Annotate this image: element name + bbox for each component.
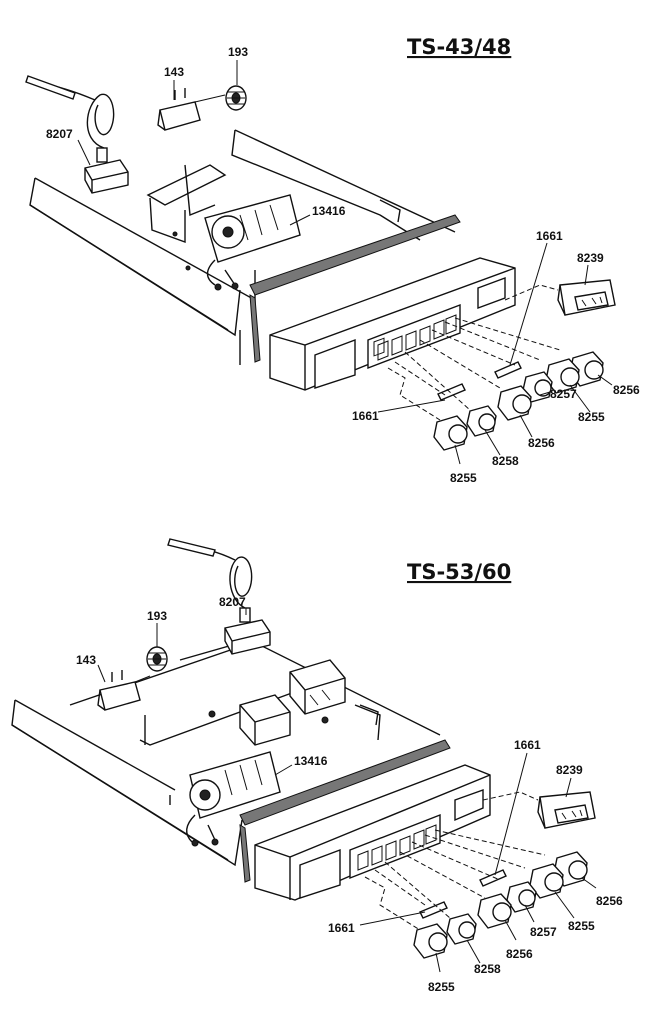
callout-8239: 8239 bbox=[577, 251, 604, 265]
callout-1661-top: 1661 bbox=[514, 738, 541, 752]
relay-block bbox=[208, 659, 381, 746]
knob-193 bbox=[225, 85, 247, 111]
switch-cluster bbox=[413, 851, 588, 959]
callout-8257: 8257 bbox=[530, 925, 557, 939]
callout-8255-right: 8255 bbox=[578, 410, 605, 424]
callout-8207: 8207 bbox=[46, 127, 73, 141]
callout-8256-right: 8256 bbox=[596, 894, 623, 908]
diagram-title: TS-43/48 bbox=[407, 35, 511, 59]
diagram-ts-53-60: TS-53/60 bbox=[11, 538, 623, 994]
timer-13416 bbox=[204, 194, 301, 291]
callout-8255-bottom: 8255 bbox=[428, 980, 455, 994]
switch-143 bbox=[157, 88, 226, 131]
diagram-title: TS-53/60 bbox=[407, 560, 511, 584]
callout-193: 193 bbox=[147, 609, 167, 623]
gasket-strip bbox=[249, 214, 461, 363]
callout-8258: 8258 bbox=[474, 962, 501, 976]
diagram-ts-43-48: TS-43/48 bbox=[25, 35, 640, 485]
callout-8255-right: 8255 bbox=[568, 919, 595, 933]
callout-1661-top: 1661 bbox=[536, 229, 563, 243]
timer-13416 bbox=[186, 751, 281, 847]
mounting-bracket bbox=[146, 164, 227, 271]
callout-1661-left: 1661 bbox=[352, 409, 379, 423]
callout-8256-right: 8256 bbox=[613, 383, 640, 397]
switch-cluster bbox=[433, 351, 604, 451]
cabinet-body bbox=[29, 129, 456, 365]
callout-8207: 8207 bbox=[219, 595, 246, 609]
callout-8255-bottom: 8255 bbox=[450, 471, 477, 485]
callout-8239: 8239 bbox=[556, 763, 583, 777]
callout-8257: 8257 bbox=[550, 387, 577, 401]
wiring-dashes bbox=[387, 284, 561, 421]
control-panel bbox=[254, 764, 491, 901]
thermostat-8207 bbox=[25, 75, 129, 194]
switch-143 bbox=[97, 670, 151, 711]
callout-13416: 13416 bbox=[294, 754, 328, 768]
callout-8256-mid: 8256 bbox=[528, 436, 555, 450]
callout-1661-left: 1661 bbox=[328, 921, 355, 935]
thermostat-8207 bbox=[167, 538, 271, 655]
display-8239 bbox=[557, 279, 616, 316]
callout-8256-mid: 8256 bbox=[506, 947, 533, 961]
callout-13416: 13416 bbox=[312, 204, 346, 218]
callout-193: 193 bbox=[228, 45, 248, 59]
leader-lines bbox=[97, 608, 597, 973]
display-8239 bbox=[537, 791, 596, 829]
knob-193 bbox=[146, 646, 168, 672]
gasket-strip bbox=[239, 739, 451, 883]
callout-8258: 8258 bbox=[492, 454, 519, 468]
control-panel bbox=[269, 257, 516, 391]
callout-143: 143 bbox=[164, 65, 184, 79]
callout-143: 143 bbox=[76, 653, 96, 667]
leader-lines bbox=[77, 60, 613, 465]
